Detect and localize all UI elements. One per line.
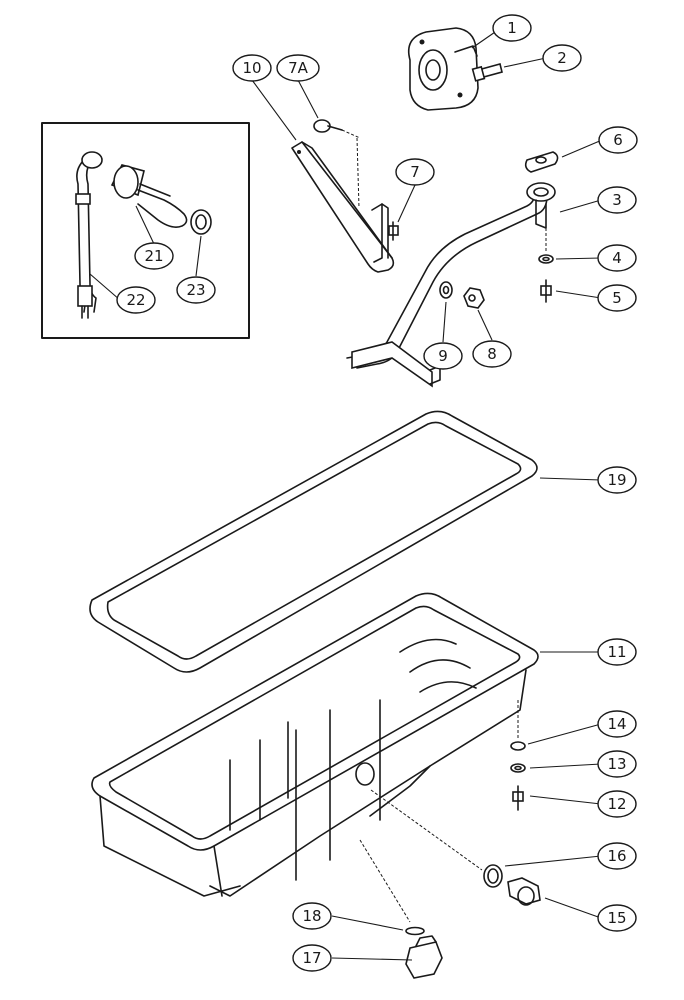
bolt-part-2: [471, 63, 503, 82]
svg-text:5: 5: [612, 289, 622, 307]
gasket-part-23: [190, 209, 212, 235]
callout-2: 2: [542, 44, 582, 72]
leader-lines: [89, 29, 603, 961]
heater-element-part-21: [110, 164, 188, 228]
svg-text:3: 3: [612, 191, 622, 209]
pan-gasket-part-19: [89, 410, 538, 673]
svg-text:2: 2: [557, 49, 567, 67]
callout-21: 21: [134, 242, 174, 270]
callout-11: 11: [597, 638, 637, 666]
svg-text:16: 16: [607, 847, 626, 865]
callout-12: 12: [597, 790, 637, 818]
callout-22: 22: [116, 286, 156, 314]
heater-cord-part-22: [75, 151, 103, 319]
callout-6: 6: [598, 126, 638, 154]
callout-14: 14: [597, 710, 637, 738]
svg-text:13: 13: [607, 755, 626, 773]
washer-part-13: [510, 763, 526, 773]
callout-15: 15: [597, 904, 637, 932]
gasket-part-6: [524, 151, 559, 173]
callout-4: 4: [597, 244, 637, 272]
callout-9: 9: [423, 342, 463, 370]
svg-text:7A: 7A: [288, 59, 309, 77]
bolt-part-5: [540, 279, 552, 303]
svg-text:23: 23: [186, 281, 205, 299]
svg-text:18: 18: [302, 907, 321, 925]
callout-7: 7: [395, 158, 435, 186]
inset-box: [41, 122, 250, 339]
bolt-part-7a: [313, 119, 361, 139]
oil-pump-part-1: [407, 27, 479, 111]
plug-part-17: [405, 935, 443, 979]
callout-1: 1: [492, 14, 532, 42]
svg-text:12: 12: [607, 795, 626, 813]
svg-text:10: 10: [242, 59, 261, 77]
callout-17: 17: [292, 944, 332, 972]
oring-part-18: [405, 926, 425, 936]
oil-pan-part-11: [91, 592, 539, 897]
washer-part-14: [510, 741, 526, 751]
seal-ring-part-16: [483, 864, 503, 888]
callout-23: 23: [176, 276, 216, 304]
drain-plug-part-15: [507, 877, 541, 906]
callout-8: 8: [472, 340, 512, 368]
svg-text:4: 4: [612, 249, 622, 267]
svg-text:21: 21: [144, 247, 163, 265]
callout-19: 19: [597, 466, 637, 494]
nut-part-8: [463, 287, 485, 309]
svg-text:19: 19: [607, 471, 626, 489]
callout-13: 13: [597, 750, 637, 778]
svg-text:14: 14: [607, 715, 626, 733]
bracket-part-10: [291, 141, 395, 273]
washer-part-4: [538, 254, 554, 264]
svg-text:11: 11: [607, 643, 626, 661]
svg-text:17: 17: [302, 949, 321, 967]
svg-text:1: 1: [507, 19, 517, 37]
svg-text:15: 15: [607, 909, 626, 927]
pickup-tube-part-3: [346, 182, 556, 388]
callout-18: 18: [292, 902, 332, 930]
svg-text:6: 6: [613, 131, 623, 149]
callout-3: 3: [597, 186, 637, 214]
callout-16: 16: [597, 842, 637, 870]
svg-text:22: 22: [126, 291, 145, 309]
callout-5: 5: [597, 284, 637, 312]
callout-7a: 7A: [276, 54, 320, 82]
washer-part-9: [439, 281, 453, 299]
svg-text:9: 9: [438, 347, 448, 365]
bolt-part-7: [388, 221, 399, 241]
bolt-part-12: [512, 785, 524, 811]
callout-10: 10: [232, 54, 272, 82]
svg-text:8: 8: [487, 345, 497, 363]
svg-text:7: 7: [410, 163, 420, 181]
